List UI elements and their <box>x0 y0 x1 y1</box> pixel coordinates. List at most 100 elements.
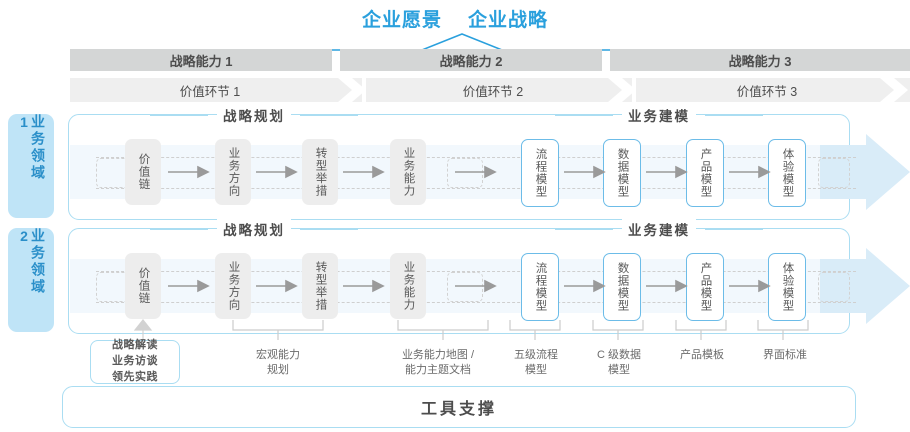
annotation-c-level-data: C 级数据 模型 <box>578 348 660 378</box>
domain-label-1: 业务领域 1 <box>16 114 46 182</box>
section-label-planning-1: 战略规划 <box>217 105 291 125</box>
tool-support-label: 工具支撑 <box>420 401 497 418</box>
annotation-ui-standard: 界面标准 <box>744 348 826 363</box>
node-process-model-1[interactable]: 流程模型 <box>521 139 559 207</box>
node-label: 数据模型 <box>616 148 629 198</box>
node-label: 业务能力 <box>402 147 415 197</box>
node-business-direction-2[interactable]: 业务方向 <box>215 253 251 319</box>
arrow-icon <box>455 165 497 179</box>
arrow-icon <box>455 279 497 293</box>
node-experience-model-1[interactable]: 体验模型 <box>768 139 806 207</box>
node-data-model-1[interactable]: 数据模型 <box>603 139 641 207</box>
node-business-direction-1[interactable]: 业务方向 <box>215 139 251 205</box>
annotation-text: C 级数据 模型 <box>597 349 641 376</box>
stub-end-2 <box>818 272 850 302</box>
node-label: 业务方向 <box>227 261 240 311</box>
arrow-icon <box>343 279 385 293</box>
node-label: 业务方向 <box>227 147 240 197</box>
arrow-icon <box>256 165 298 179</box>
arrow-icon <box>564 165 606 179</box>
tool-support-container: 工具支撑 <box>62 386 856 428</box>
stub-mid-1 <box>447 158 483 188</box>
annotation-five-level-process: 五级流程 模型 <box>495 348 577 378</box>
caption-line-right <box>705 114 763 116</box>
sidebar-item-domain-2[interactable]: 业务领域 2 <box>8 228 54 332</box>
node-label: 业务能力 <box>402 261 415 311</box>
value-link-bar-2: 价值环节 2 <box>366 78 632 102</box>
caption-line-left <box>555 114 613 116</box>
caption-line-left <box>555 228 613 230</box>
title-strategy: 企业战略 <box>468 9 549 31</box>
title-vision: 企业愿景 <box>361 9 442 31</box>
annotation-capability-map: 业务能力地图 / 能力主题文档 <box>383 348 493 378</box>
node-transformation-measures-1[interactable]: 转型举措 <box>302 139 338 205</box>
arrow-icon <box>564 279 606 293</box>
node-business-capability-1[interactable]: 业务能力 <box>390 139 426 205</box>
arrow-icon <box>729 165 771 179</box>
annotation-text: 五级流程 模型 <box>514 349 558 376</box>
node-value-chain-1[interactable]: 价值链 <box>125 139 161 205</box>
arrow-icon <box>256 279 298 293</box>
domain-label-2: 业务领域 2 <box>16 228 46 296</box>
flow-band-arrow-2 <box>820 248 910 324</box>
node-experience-model-2[interactable]: 体验模型 <box>768 253 806 321</box>
capability-bar-1: 战略能力 1 <box>70 49 332 71</box>
flow-band-arrow-1 <box>820 134 910 210</box>
section-caption-modeling-2: 业务建模 <box>555 219 763 239</box>
node-transformation-measures-2[interactable]: 转型举措 <box>302 253 338 319</box>
node-label: 数据模型 <box>616 262 629 312</box>
caption-line-right <box>300 114 358 116</box>
page-title: 企业愿景 企业战略 <box>0 4 910 32</box>
annotation-box-strategy-inputs[interactable]: 战略解读 业务访谈 领先实践 <box>90 339 180 384</box>
value-link-label-1: 价值环节 1 <box>179 84 241 99</box>
section-label-planning-2: 战略规划 <box>217 219 291 239</box>
flow-dashed-line-2 <box>96 271 856 303</box>
caption-line-right <box>300 228 358 230</box>
node-business-capability-2[interactable]: 业务能力 <box>390 253 426 319</box>
node-label: 产品模型 <box>699 262 712 312</box>
stub-mid-2 <box>447 272 483 302</box>
node-process-model-2[interactable]: 流程模型 <box>521 253 559 321</box>
chevron-divider-2 <box>608 78 636 102</box>
node-label: 转型举措 <box>314 147 327 197</box>
sidebar-item-domain-1[interactable]: 业务领域 1 <box>8 114 54 218</box>
node-label: 转型举措 <box>314 261 327 311</box>
section-label-modeling-1: 业务建模 <box>622 105 696 125</box>
capability-label-3: 战略能力 3 <box>728 53 792 69</box>
value-link-bar-3: 价值环节 3 <box>636 78 910 102</box>
arrow-icon <box>646 165 688 179</box>
section-caption-planning-2: 战略规划 <box>150 219 358 239</box>
node-product-model-1[interactable]: 产品模型 <box>686 139 724 207</box>
annotation-text: 产品模板 <box>680 349 724 361</box>
chevron-divider-1 <box>338 78 366 102</box>
capability-label-2: 战略能力 2 <box>439 53 503 69</box>
arrow-icon <box>168 279 210 293</box>
value-link-bar-1: 价值环节 1 <box>70 78 362 102</box>
caption-line-left <box>150 114 208 116</box>
arrow-icon <box>646 279 688 293</box>
node-label: 流程模型 <box>534 148 547 198</box>
capability-label-1: 战略能力 1 <box>169 53 233 69</box>
value-link-label-2: 价值环节 2 <box>462 84 524 99</box>
flow-dashed-line-1 <box>96 157 856 189</box>
arrow-icon <box>343 165 385 179</box>
arrow-icon <box>729 279 771 293</box>
annotation-text: 宏观能力 规划 <box>256 349 300 376</box>
node-value-chain-2[interactable]: 价值链 <box>125 253 161 319</box>
node-label: 价值链 <box>137 153 150 191</box>
node-label: 体验模型 <box>781 262 794 312</box>
value-link-label-3: 价值环节 3 <box>736 84 798 99</box>
node-data-model-2[interactable]: 数据模型 <box>603 253 641 321</box>
bracket-connectors <box>133 319 809 344</box>
annotation-product-template: 产品模板 <box>661 348 743 363</box>
node-label: 产品模型 <box>699 148 712 198</box>
capability-bar-2: 战略能力 2 <box>340 49 602 71</box>
arrow-icon <box>168 165 210 179</box>
section-caption-planning-1: 战略规划 <box>150 105 358 125</box>
stub-end-1 <box>818 158 850 188</box>
annotation-box-text: 战略解读 业务访谈 领先实践 <box>112 339 158 383</box>
section-label-modeling-2: 业务建模 <box>622 219 696 239</box>
node-product-model-2[interactable]: 产品模型 <box>686 253 724 321</box>
node-label: 体验模型 <box>781 148 794 198</box>
